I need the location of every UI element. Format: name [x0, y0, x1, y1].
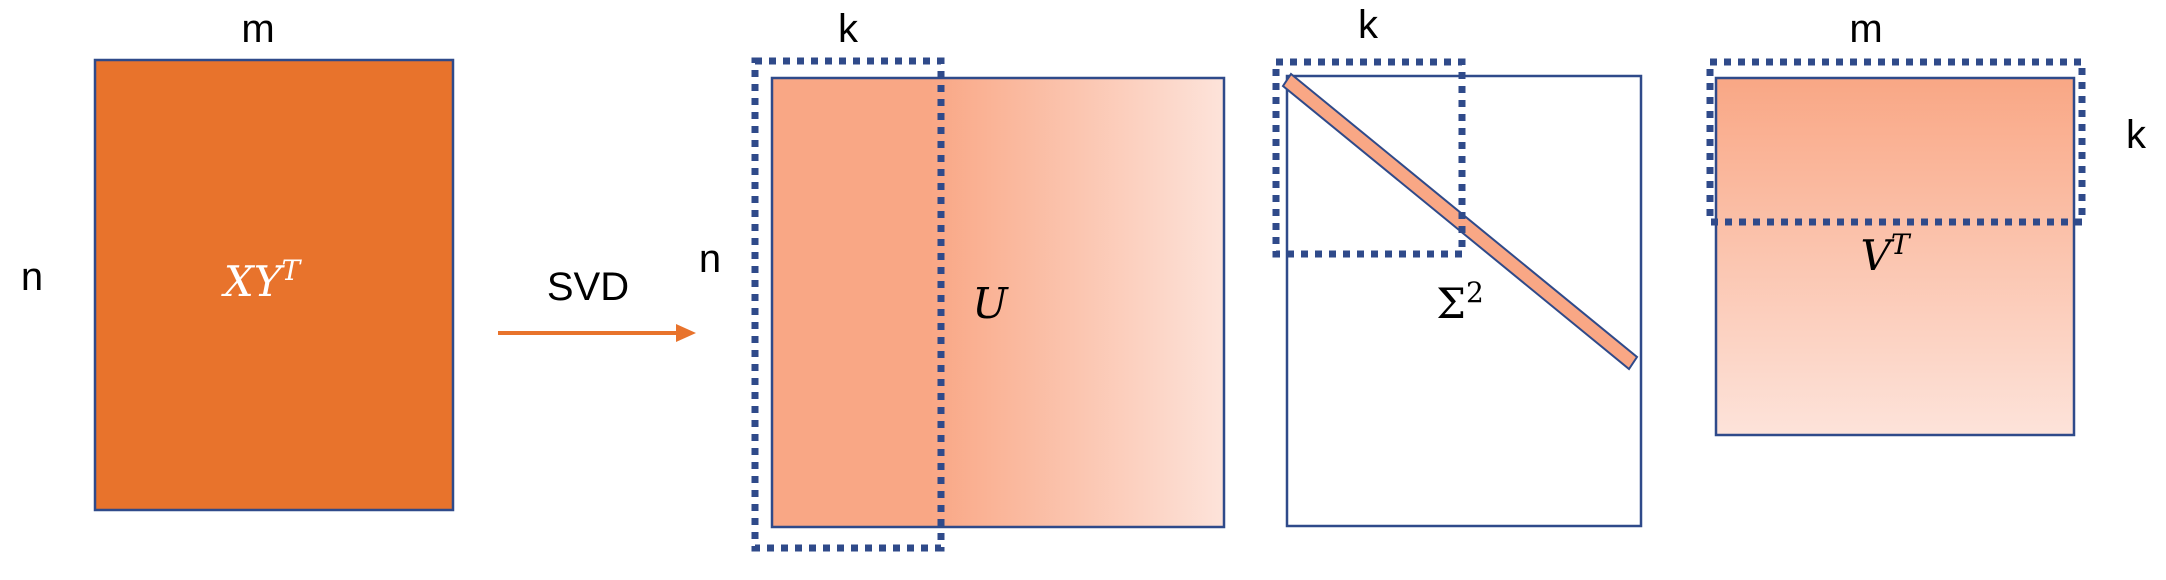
x-matrix-rect	[93, 58, 455, 512]
u-matrix-symbol: U	[972, 279, 1009, 328]
v-matrix-rect	[1714, 76, 2076, 437]
svd-arrow-label: SVD	[547, 265, 629, 309]
x-height-label: n	[21, 255, 43, 299]
x-width-label: m	[241, 7, 274, 51]
sigma-diagonal	[1281, 72, 1639, 371]
v-k-label: k	[2126, 113, 2147, 157]
v-matrix-symbol: VT	[1860, 228, 1911, 280]
sigma-truncation-box	[1272, 58, 1466, 258]
svd-arrow	[498, 324, 696, 342]
u-matrix-rect	[770, 76, 1226, 529]
v-truncation-box	[1706, 58, 2086, 226]
sigma-matrix-symbol: Σ2	[1436, 276, 1484, 328]
sigma-matrix-rect	[1285, 74, 1643, 528]
sigma-k-label: k	[1358, 3, 1379, 47]
u-n-label: n	[699, 237, 721, 281]
v-m-label: m	[1849, 7, 1882, 51]
x-matrix-symbol: XYT	[221, 254, 303, 306]
u-k-label: k	[838, 7, 859, 51]
